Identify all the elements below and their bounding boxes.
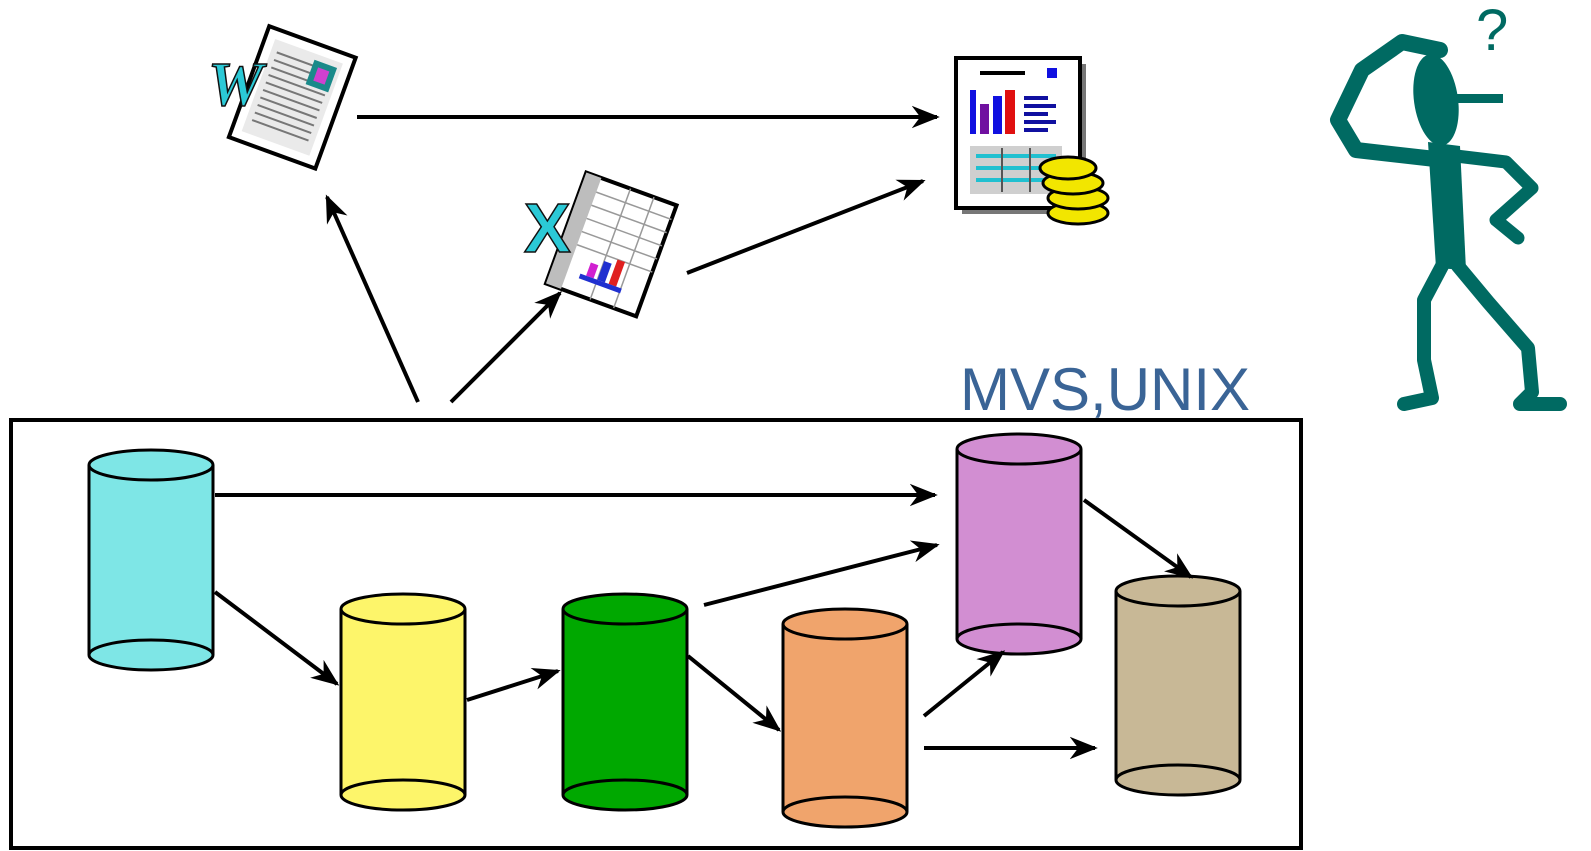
database-tan (1114, 574, 1242, 797)
arrow-platform-to-excel (449, 291, 562, 404)
platform-box (9, 418, 1303, 850)
excel-spreadsheet-icon: X (523, 169, 680, 319)
confused-person-icon: ? (1330, 0, 1567, 411)
database-cyan (87, 448, 215, 672)
arrow-excel-to-report (686, 179, 926, 275)
arrow-platform-to-word (325, 194, 420, 403)
arrow-yellow-to-green (466, 667, 561, 702)
database-yellow (339, 592, 467, 812)
arrow-green-to-orange (686, 654, 782, 732)
arrow-cyan-to-yellow (213, 590, 340, 686)
platform-label: MVS,UNIX (960, 356, 1250, 423)
database-green (561, 592, 689, 812)
arrow-green-to-purple (703, 540, 940, 607)
database-purple (955, 432, 1083, 656)
svg-text:?: ? (1476, 0, 1508, 63)
svg-text:X: X (524, 189, 571, 267)
database-orange (781, 607, 909, 829)
arrow-purple-to-tan (1082, 498, 1194, 579)
svg-text:W: W (208, 51, 267, 119)
report-chart-icon (954, 56, 1110, 226)
word-document-icon: W (207, 23, 359, 172)
arrow-orange-to-purple (922, 650, 1006, 718)
